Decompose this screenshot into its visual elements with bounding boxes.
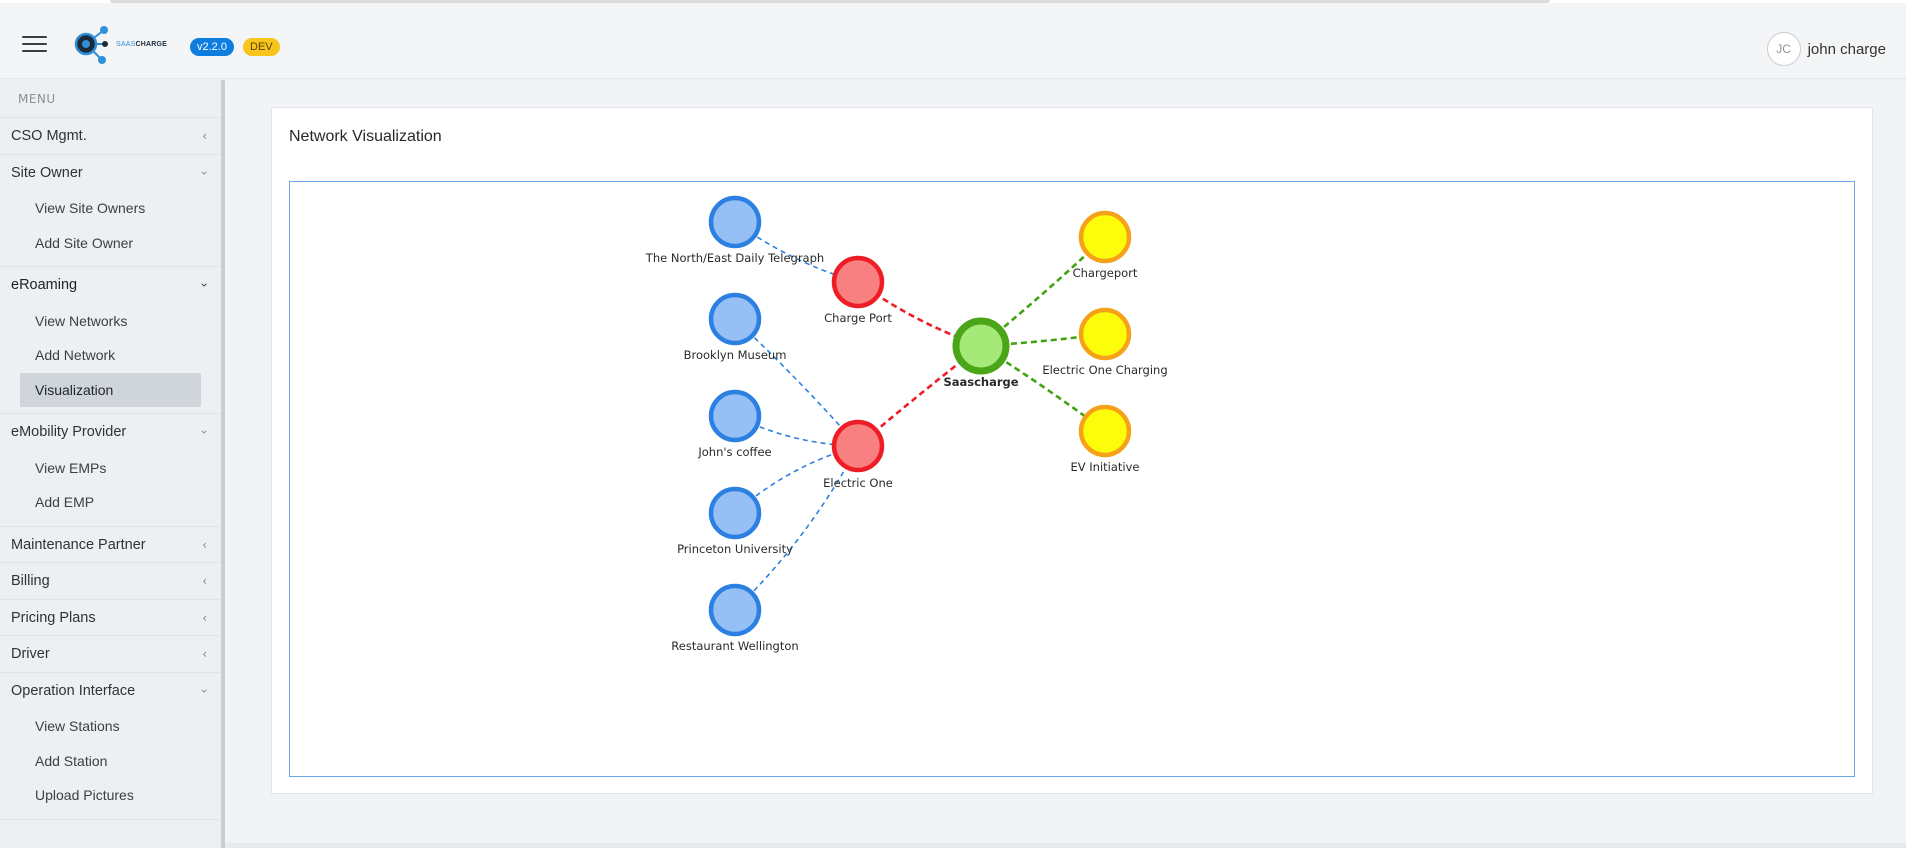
brand-logo[interactable]: SAASCHARGE (72, 22, 180, 70)
submenu-operation-interface: View Stations Add Station Upload Picture… (0, 709, 221, 820)
version-badge: v2.2.0 (190, 38, 234, 56)
sidebar-scrollbar[interactable] (221, 80, 225, 848)
sidebar-item-label: eRoaming (11, 277, 78, 293)
sidebar-item-billing[interactable]: Billing ‹ (0, 563, 221, 600)
page-title: Network Visualization (289, 128, 442, 145)
submenu-site-owner: View Site Owners Add Site Owner (0, 191, 221, 267)
sidebar-item-label: Operation Interface (11, 682, 136, 699)
sidebar-link-view-stations[interactable]: View Stations (35, 718, 120, 734)
graph-node-root[interactable]: Saascharge (943, 317, 1019, 389)
node-circle[interactable] (708, 292, 762, 346)
sidebar-item-label: Pricing Plans (11, 609, 96, 626)
chevron-down-icon: › (197, 282, 212, 288)
node-label: Princeton University (677, 542, 793, 556)
submenu-emobility-provider: View EMPs Add EMP (0, 451, 221, 527)
chevron-down-icon: › (197, 170, 212, 175)
sidebar-item-eroaming[interactable]: eRoaming › (0, 267, 221, 304)
node-label: Electric One (823, 476, 893, 490)
sidebar-item-maintenance-partner[interactable]: Maintenance Partner ‹ (0, 527, 221, 563)
sidebar-item-label: CSO Mgmt. (11, 128, 87, 144)
graph-edge (734, 415, 859, 447)
graph-node-site[interactable]: John's coffee (697, 389, 772, 459)
node-circle[interactable] (831, 419, 885, 473)
node-label: EV Initiative (1071, 460, 1140, 474)
sidebar: MENU CSO Mgmt. ‹ Site Owner › View Site … (0, 80, 221, 848)
brand-name: SAASCHARGE (116, 41, 168, 48)
sidebar-link-view-site-owners[interactable]: View Site Owners (35, 200, 146, 216)
node-circle[interactable] (1078, 404, 1132, 458)
graph-node-network[interactable]: Charge Port (824, 255, 892, 325)
graph-node-emp[interactable]: EV Initiative (1071, 404, 1140, 474)
sidebar-item-label: Site Owner (11, 164, 83, 181)
node-label: Electric One Charging (1042, 363, 1167, 377)
sidebar-item-emobility-provider[interactable]: eMobility Provider › (0, 414, 221, 451)
chevron-left-icon: ‹ (202, 129, 207, 143)
node-circle[interactable] (708, 583, 762, 637)
node-label: Saascharge (943, 375, 1018, 389)
graph-node-site[interactable]: Brooklyn Museum (684, 292, 787, 362)
node-circle[interactable] (952, 317, 1010, 375)
node-circle[interactable] (1078, 210, 1132, 264)
chevron-left-icon: ‹ (202, 574, 207, 588)
top-navbar: SAASCHARGE v2.2.0 DEV JC john charge (0, 3, 1906, 79)
sidebar-item-cso-mgmt[interactable]: CSO Mgmt. ‹ (0, 118, 221, 155)
graph-node-network[interactable]: Electric One (823, 419, 893, 490)
user-menu[interactable]: JC john charge (1766, 32, 1886, 66)
sidebar-item-label: Driver (11, 646, 50, 662)
node-circle[interactable] (1078, 307, 1132, 361)
submenu-eroaming: View Networks Add Network Visualization (0, 304, 221, 414)
graph-node-emp[interactable]: Electric One Charging (1042, 307, 1168, 377)
sidebar-link-add-station[interactable]: Add Station (35, 752, 108, 769)
graph-node-site[interactable]: Princeton University (677, 486, 793, 556)
node-label: Chargeport (1073, 266, 1138, 280)
menu-heading: MENU (0, 80, 221, 118)
chevron-down-icon: › (197, 688, 212, 693)
sidebar-item-label: Billing (11, 573, 50, 589)
chevron-down-icon: › (197, 429, 212, 435)
sidebar-link-add-network[interactable]: Add Network (35, 347, 116, 363)
node-label: Charge Port (824, 311, 892, 325)
sidebar-item-label: Maintenance Partner (11, 536, 146, 553)
graph-node-site[interactable]: Restaurant Wellington (671, 583, 799, 653)
network-visualization-card: Network Visualization Saascharge Charge P… (271, 107, 1873, 794)
user-name: john charge (1807, 40, 1886, 58)
node-circle[interactable] (831, 255, 885, 309)
footer-edge (225, 843, 1906, 848)
network-logo-icon (74, 26, 108, 64)
chevron-left-icon: ‹ (202, 537, 207, 552)
sidebar-item-pricing-plans[interactable]: Pricing Plans ‹ (0, 600, 221, 636)
sidebar-link-view-networks[interactable]: View Networks (35, 312, 128, 329)
node-label: Brooklyn Museum (684, 348, 787, 362)
sidebar-item-site-owner[interactable]: Site Owner › (0, 155, 221, 192)
node-circle[interactable] (708, 195, 762, 249)
environment-badge: DEV (243, 38, 280, 56)
browser-tab-edge (110, 0, 1550, 3)
graph-node-emp[interactable]: Chargeport (1073, 210, 1138, 280)
browser-chrome-strip (0, 0, 1906, 3)
node-circle[interactable] (708, 486, 762, 540)
sidebar-link-upload-pictures[interactable]: Upload Pictures (35, 787, 134, 803)
node-label: Restaurant Wellington (671, 639, 798, 653)
chevron-left-icon: ‹ (202, 647, 207, 661)
node-label: The North/East Daily Telegraph (645, 251, 824, 265)
node-label: John's coffee (697, 445, 771, 459)
sidebar-link-view-emps[interactable]: View EMPs (35, 459, 107, 476)
sidebar-item-driver[interactable]: Driver ‹ (0, 636, 221, 673)
chevron-left-icon: ‹ (202, 610, 207, 625)
sidebar-link-add-emp[interactable]: Add EMP (35, 494, 95, 510)
avatar: JC (1766, 32, 1801, 66)
graph-edge (980, 236, 1106, 348)
node-circle[interactable] (708, 389, 762, 443)
sidebar-item-label: eMobility Provider (11, 424, 127, 440)
sidebar-link-add-site-owner[interactable]: Add Site Owner (35, 234, 134, 251)
sidebar-link-visualization[interactable]: Visualization (20, 372, 201, 407)
sidebar-item-operation-interface[interactable]: Operation Interface › (0, 673, 221, 710)
menu-toggle-icon[interactable] (22, 36, 47, 54)
graph-node-site[interactable]: The North/East Daily Telegraph (645, 195, 824, 265)
